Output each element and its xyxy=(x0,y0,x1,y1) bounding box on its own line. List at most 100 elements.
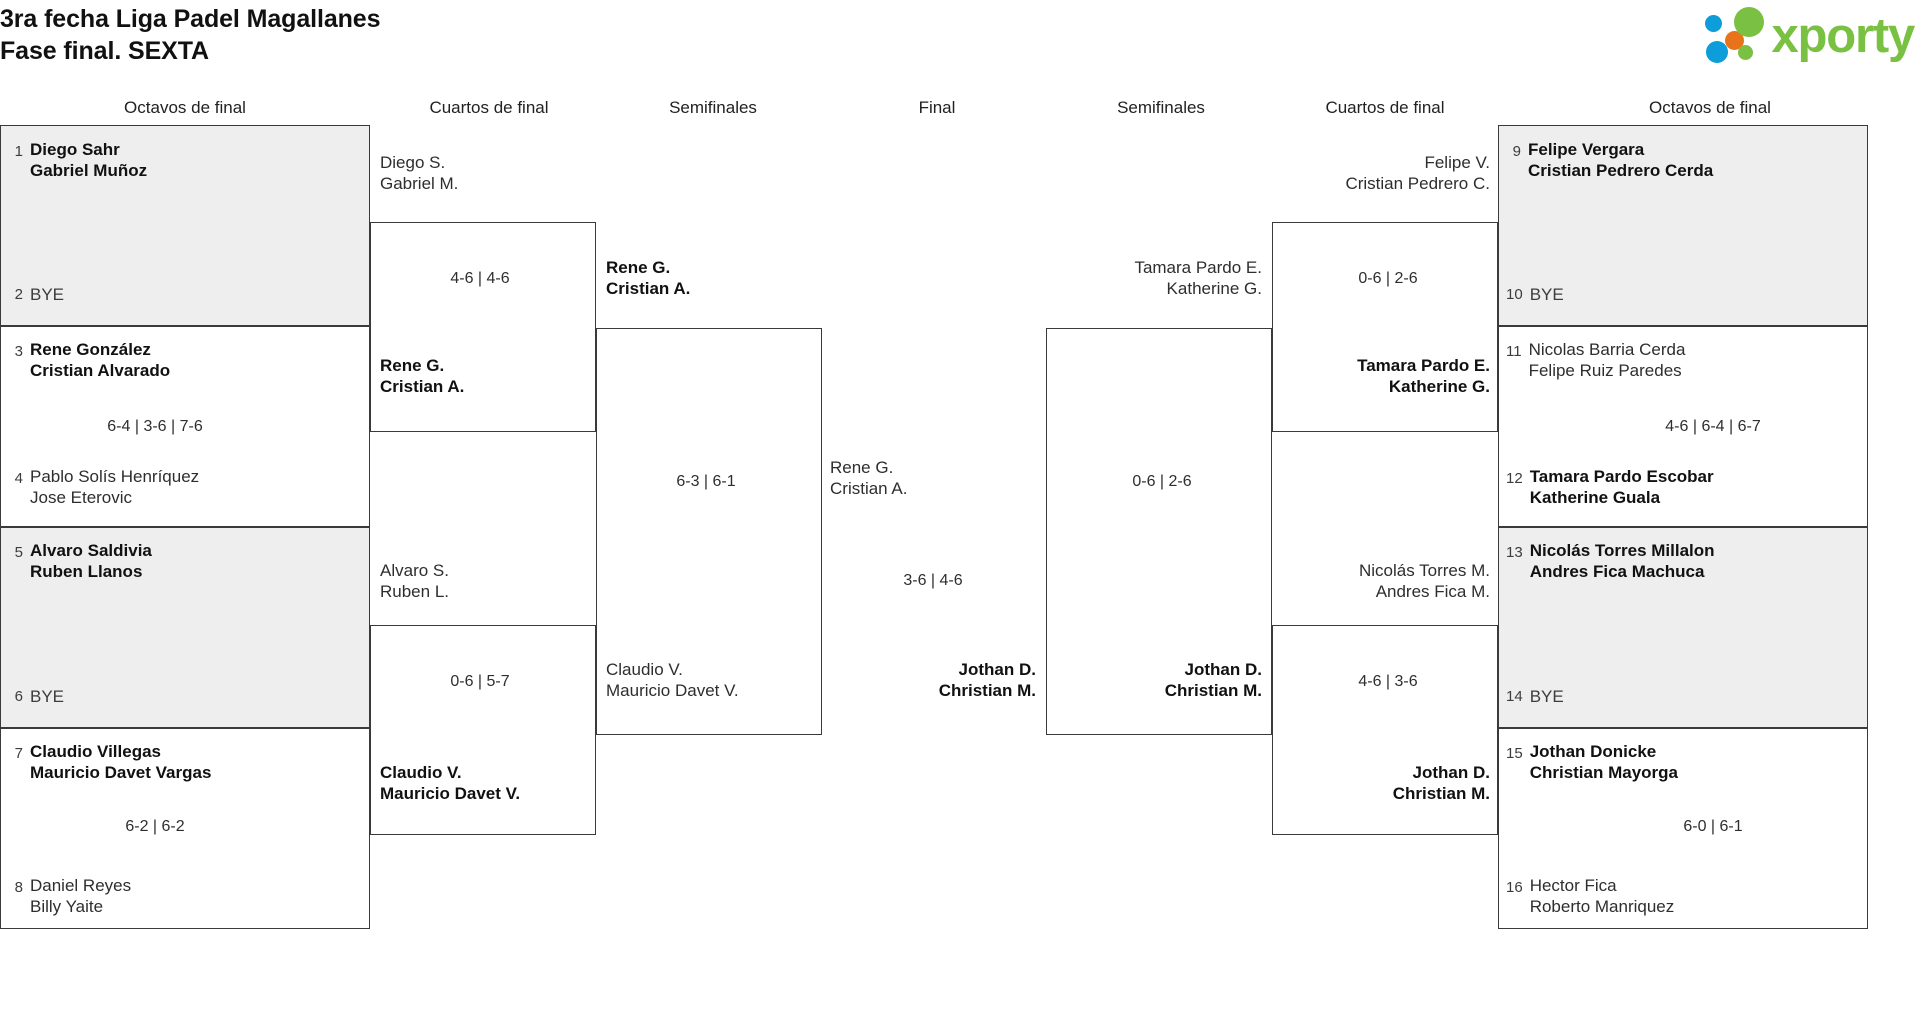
team-line-1: BYE xyxy=(30,285,65,304)
team-line-2: Mauricio Davet Vargas xyxy=(30,762,212,782)
team-line-1: Jothan D. xyxy=(1412,763,1490,782)
left-qf-team-4[interactable]: Claudio V.Mauricio Davet V. xyxy=(380,763,520,804)
team-line-2: Katherine Guala xyxy=(1529,487,1661,507)
right-r16-match-3[interactable] xyxy=(1498,527,1868,728)
title-line-1: 3ra fecha Liga Padel Magallanes xyxy=(0,5,381,33)
left-r16-team-6[interactable]: 6 BYE xyxy=(8,687,64,708)
right-qf-frame-1 xyxy=(1272,222,1498,432)
right-r16-match-2[interactable] xyxy=(1498,326,1868,527)
right-r16-score-2: 4-6 | 6-4 | 6-7 xyxy=(1665,418,1761,435)
left-r16-score-4: 6-2 | 6-2 xyxy=(125,818,185,835)
team-line-2: Ruben L. xyxy=(380,581,449,601)
round-title-right-sf: Semifinales xyxy=(1117,98,1205,117)
right-r16-match-4[interactable] xyxy=(1498,728,1868,929)
team-line-2: Jose Eterovic xyxy=(30,487,133,507)
left-r16-match-4[interactable] xyxy=(0,728,370,929)
team-line-2: Cristian A. xyxy=(830,478,908,498)
team-line-2: Mauricio Davet V. xyxy=(380,783,521,803)
left-r16-match-2[interactable] xyxy=(0,326,370,527)
team-line-2: Cristian A. xyxy=(380,376,465,396)
left-qf-team-3[interactable]: Alvaro S.Ruben L. xyxy=(380,561,449,602)
team-line-2: Roberto Manriquez xyxy=(1529,896,1675,916)
right-r16-match-1[interactable] xyxy=(1498,125,1868,326)
team-line-1: Felipe Vergara xyxy=(1528,140,1645,159)
left-r16-team-2[interactable]: 2 BYE xyxy=(8,285,64,306)
team-line-2: Cristian Alvarado xyxy=(30,360,171,380)
team-line-1: BYE xyxy=(1529,687,1564,706)
team-line-2: Cristian Pedrero C. xyxy=(1345,173,1490,193)
left-qf-team-2[interactable]: Rene G.Cristian A. xyxy=(380,356,464,397)
right-qf-frame-2 xyxy=(1272,625,1498,835)
team-line-2: Gabriel Muñoz xyxy=(30,160,148,180)
team-line-2: Mauricio Davet V. xyxy=(606,680,739,700)
right-r16-score-4: 6-0 | 6-1 xyxy=(1683,818,1743,835)
left-r16-match-1[interactable] xyxy=(0,125,370,326)
left-r16-match-3[interactable] xyxy=(0,527,370,728)
seed-number: 3 xyxy=(14,343,23,360)
right-r16-team-10[interactable]: 10 BYE xyxy=(1506,285,1564,306)
team-line-1: Tamara Pardo Escobar xyxy=(1529,467,1714,486)
team-line-2: Christian M. xyxy=(1164,680,1262,700)
team-line-1: Rene G. xyxy=(830,458,894,477)
title-line-2: Fase final. SEXTA xyxy=(0,36,210,65)
round-title-final: Final xyxy=(918,98,956,117)
right-sf-score: 0-6 | 2-6 xyxy=(1132,473,1192,490)
team-line-1: Felipe V. xyxy=(1424,153,1490,172)
team-line-2: Christian M. xyxy=(1392,783,1490,803)
right-sf-team-1[interactable]: Tamara Pardo E.Katherine G. xyxy=(1052,258,1262,299)
team-line-2: Cristian A. xyxy=(606,278,691,298)
round-title-right-qf: Cuartos de final xyxy=(1325,98,1445,117)
team-line-1: Nicolas Barria Cerda xyxy=(1528,340,1686,359)
logo-wordmark: xporty xyxy=(1771,8,1915,63)
right-qf-team-2[interactable]: Tamara Pardo E.Katherine G. xyxy=(1278,356,1490,397)
seed-number: 1 xyxy=(14,143,23,160)
left-sf-score: 6-3 | 6-1 xyxy=(676,473,736,490)
right-sf-team-2[interactable]: Jothan D.Christian M. xyxy=(1052,660,1262,701)
right-r16-team-14[interactable]: 14 BYE xyxy=(1506,687,1564,708)
team-line-1: Hector Fica xyxy=(1529,876,1617,895)
team-line-2: Christian M. xyxy=(938,680,1036,700)
right-qf-team-1[interactable]: Felipe V.Cristian Pedrero C. xyxy=(1278,153,1490,194)
right-qf-team-4[interactable]: Jothan D.Christian M. xyxy=(1278,763,1490,804)
xporty-logo: xporty xyxy=(1705,4,1915,68)
team-line-1: BYE xyxy=(1529,285,1564,304)
team-line-1: Diego Sahr xyxy=(30,140,120,159)
seed-number: 11 xyxy=(1506,343,1522,360)
left-sf-team-2[interactable]: Claudio V.Mauricio Davet V. xyxy=(606,660,739,701)
left-qf-score-2: 0-6 | 5-7 xyxy=(450,673,510,690)
team-line-2: Felipe Ruiz Paredes xyxy=(1528,360,1682,380)
team-line-1: Jothan D. xyxy=(958,660,1036,679)
team-line-1: Jothan D. xyxy=(1184,660,1262,679)
round-title-right-r16: Octavos de final xyxy=(1649,98,1771,117)
seed-number: 8 xyxy=(14,879,23,896)
seed-number: 13 xyxy=(1506,544,1523,561)
team-line-1: Nicolás Torres M. xyxy=(1359,561,1490,580)
final-team-left[interactable]: Rene G.Cristian A. xyxy=(830,458,907,499)
round-title-left-sf: Semifinales xyxy=(669,98,757,117)
team-line-1: Rene G. xyxy=(606,258,671,277)
left-sf-team-1[interactable]: Rene G.Cristian A. xyxy=(606,258,690,299)
team-line-2: Ruben Llanos xyxy=(30,561,143,581)
final-team-right[interactable]: Jothan D.Christian M. xyxy=(900,660,1036,701)
team-line-2: Cristian Pedrero Cerda xyxy=(1528,160,1714,180)
left-sf-frame xyxy=(596,328,822,735)
team-line-1: Claudio V. xyxy=(606,660,683,679)
left-qf-team-1[interactable]: Diego S.Gabriel M. xyxy=(380,153,458,194)
seed-number: 7 xyxy=(14,745,23,762)
team-line-2: Katherine G. xyxy=(1166,278,1262,298)
team-line-2: Andres Fica Machuca xyxy=(1529,561,1705,581)
right-qf-team-3[interactable]: Nicolás Torres M.Andres Fica M. xyxy=(1278,561,1490,602)
